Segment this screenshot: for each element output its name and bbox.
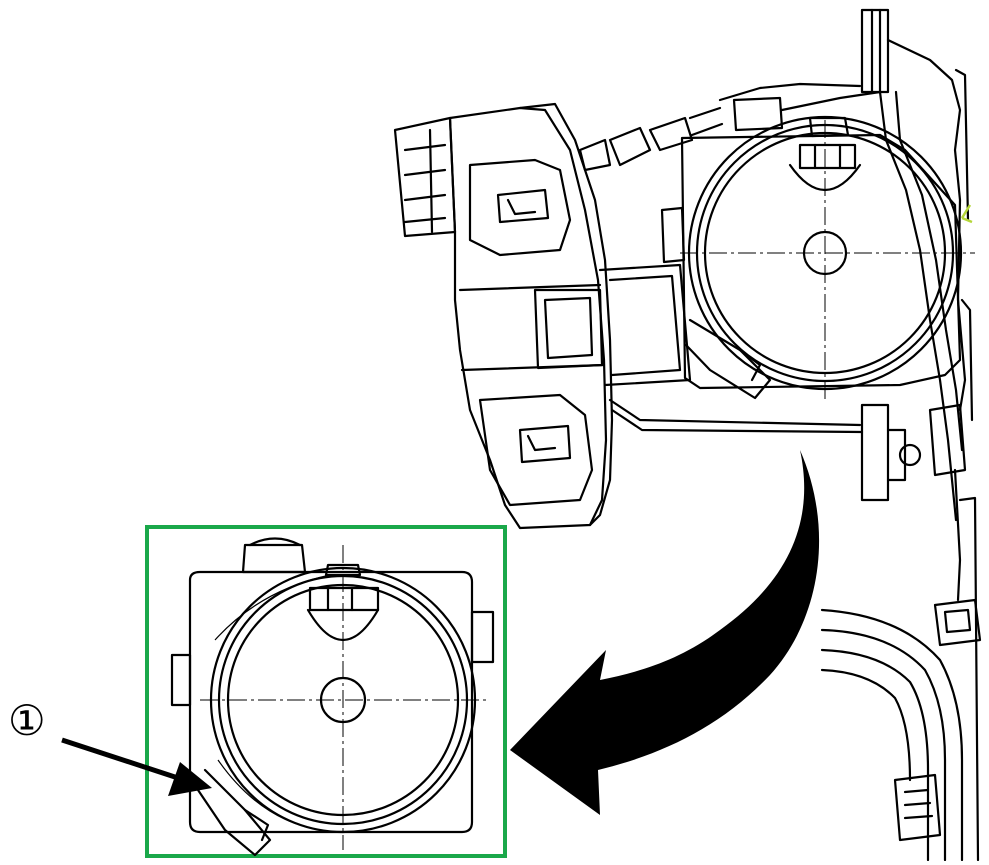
tick-mark — [960, 204, 973, 224]
hose-assembly — [820, 496, 982, 862]
connector-block — [393, 116, 457, 238]
main-assembly — [393, 8, 982, 862]
callout-label-1: ① — [8, 696, 46, 745]
detail-view — [145, 525, 507, 858]
mounting-bracket — [860, 8, 974, 602]
spring-housing — [608, 115, 975, 434]
detail-frame — [145, 525, 507, 858]
actuator-housing — [448, 102, 692, 530]
curved-arrow-icon — [510, 450, 820, 815]
leader-arrow-icon — [61, 737, 212, 796]
